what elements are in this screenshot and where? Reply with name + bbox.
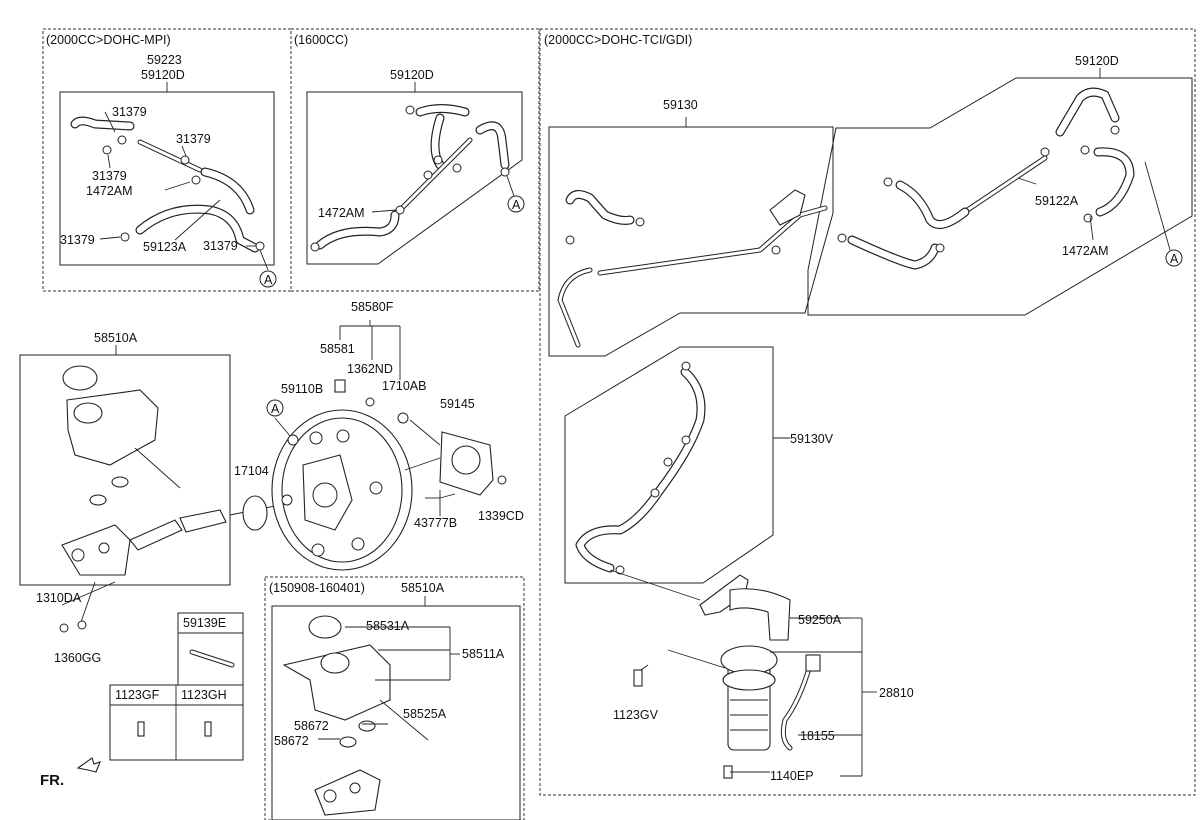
label-59223: 59223 — [147, 53, 182, 67]
label-58511a: 58511A — [462, 647, 505, 661]
label-1140ep: 1140EP — [770, 769, 814, 783]
ref-a-circle-tci — [1165, 249, 1183, 267]
label-58580f: 58580F — [351, 300, 394, 314]
label-43777b: 43777B — [414, 516, 457, 530]
label-59110b: 59110B — [281, 382, 323, 396]
box-59130 — [548, 126, 834, 357]
group-tci-upper: A — [807, 68, 1193, 316]
label-58672-a: 58672 — [294, 719, 329, 733]
ref-a-circle-mpi — [259, 270, 277, 288]
box-58510a — [19, 354, 231, 586]
label-59120d-tci: 59120D — [1075, 54, 1119, 68]
label-28810: 28810 — [879, 686, 914, 700]
group-master-cylinder-alt — [271, 596, 521, 820]
parts-table — [109, 612, 244, 761]
label-59130v: 59130V — [790, 432, 834, 446]
section-title-date-range: (150908-160401) — [269, 581, 365, 595]
group-1600cc-hoses: A — [306, 82, 525, 265]
label-58581: 58581 — [320, 342, 355, 356]
front-arrow-icon — [76, 757, 101, 773]
label-59250a: 59250A — [798, 613, 842, 627]
label-1123gh: 1123GH — [181, 688, 227, 702]
box-59130v — [564, 346, 774, 584]
group-master-cylinder — [19, 345, 281, 633]
section-title-mpi: (2000CC>DOHC-MPI) — [46, 33, 171, 47]
frame-date-range — [264, 576, 525, 820]
label-59130: 59130 — [663, 98, 698, 112]
box-58510a-alt — [271, 605, 521, 820]
label-1123gv: 1123GV — [613, 708, 659, 722]
ref-a-1600cc: A — [512, 198, 521, 212]
label-59145: 59145 — [440, 397, 475, 411]
group-59130v — [564, 346, 790, 584]
label-58525a: 58525A — [403, 707, 447, 721]
ref-a-tci: A — [1170, 252, 1179, 266]
label-31379-a: 31379 — [112, 105, 147, 119]
label-1472am-mpi: 1472AM — [86, 184, 133, 198]
front-indicator — [76, 757, 101, 773]
label-59120d-1600cc: 59120D — [390, 68, 434, 82]
label-58510a-alt: 58510A — [401, 581, 445, 595]
label-59122a: 59122A — [1035, 194, 1079, 208]
frame-tci — [539, 28, 1196, 796]
label-1123gf: 1123GF — [115, 688, 160, 702]
section-title-1600cc: (1600CC) — [294, 33, 348, 47]
label-18155: 18155 — [800, 729, 835, 743]
group-mpi-hoses: A — [59, 82, 277, 288]
section-title-tci: (2000CC>DOHC-TCI/GDI) — [544, 33, 692, 47]
label-31379-c: 31379 — [92, 169, 127, 183]
label-1360gg: 1360GG — [54, 651, 101, 665]
group-59130 — [548, 117, 834, 357]
label-1472am-1600cc: 1472AM — [318, 206, 365, 220]
label-59139e: 59139E — [183, 616, 226, 630]
section-frames — [42, 28, 1196, 820]
ref-a-circle-booster — [266, 399, 284, 417]
box-59120d-tci — [807, 77, 1193, 316]
ref-a-booster: A — [271, 402, 280, 416]
group-booster: A — [266, 320, 507, 571]
ref-a-circle-1600cc — [507, 195, 525, 213]
label-58672-b: 58672 — [274, 734, 309, 748]
label-1362nd: 1362ND — [347, 362, 393, 376]
label-1710ab: 1710AB — [382, 379, 426, 393]
label-58531a: 58531A — [366, 619, 410, 633]
label-59120d-mpi: 59120D — [141, 68, 185, 82]
label-31379-e: 31379 — [203, 239, 238, 253]
group-vacuum-pump — [609, 569, 877, 779]
label-1339cd: 1339CD — [478, 509, 524, 523]
label-31379-b: 31379 — [176, 132, 211, 146]
label-1310da: 1310DA — [36, 591, 82, 605]
label-58510a-left: 58510A — [94, 331, 138, 345]
label-fr: FR. — [40, 772, 64, 789]
ref-a-mpi: A — [264, 273, 273, 287]
box-59120d-1600cc — [306, 91, 523, 265]
label-59123a: 59123A — [143, 240, 187, 254]
label-1472am-tci: 1472AM — [1062, 244, 1109, 258]
label-31379-d: 31379 — [60, 233, 95, 247]
label-17104: 17104 — [234, 464, 269, 478]
